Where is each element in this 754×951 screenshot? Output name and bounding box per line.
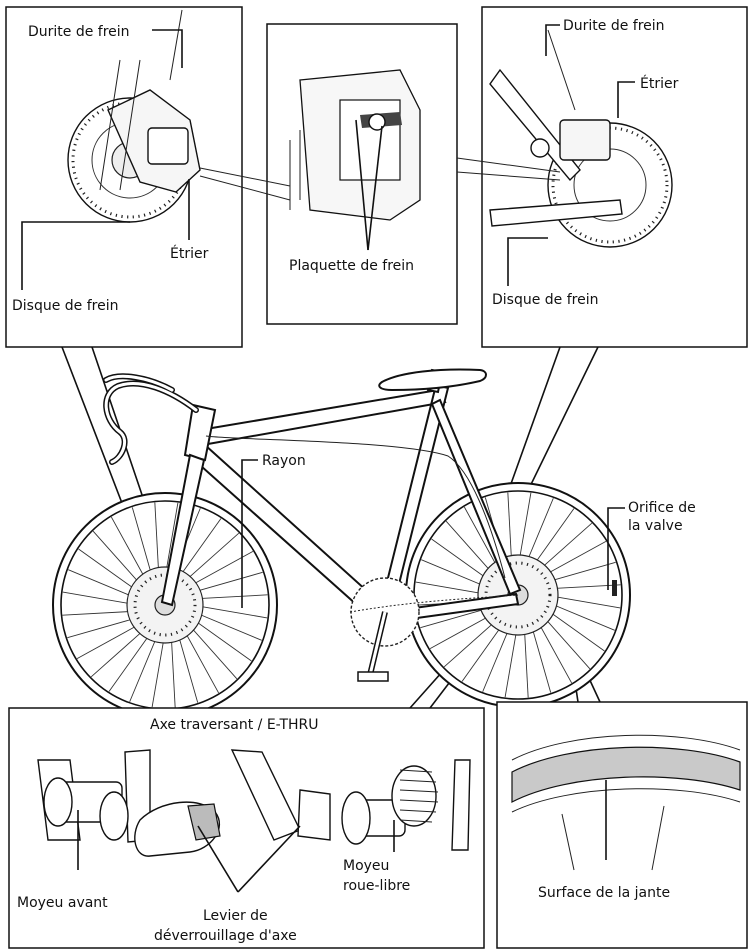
label-rayon: Rayon: [262, 453, 306, 469]
label-orifice-1: Orifice de: [628, 500, 696, 516]
handlebar: [103, 373, 199, 465]
label-orifice-2: la valve: [628, 518, 683, 534]
front-wheel: [52, 492, 278, 718]
label-axe: Axe traversant / E-THRU: [150, 717, 319, 733]
inset-brake-pads: [266, 23, 458, 325]
inset-rim-surface: [496, 701, 748, 949]
label-surface: Surface de la jante: [538, 885, 670, 901]
inset-through-axle: [8, 707, 485, 949]
label-moyeu-rl-2: roue-libre: [343, 878, 410, 894]
label-etrier-left: Étrier: [170, 245, 209, 262]
label-durite-right: Durite de frein: [563, 18, 665, 34]
leader-lines-top: [21, 24, 635, 608]
label-plaquette: Plaquette de frein: [289, 258, 414, 274]
bicycle: [52, 368, 631, 718]
label-levier-2: déverrouillage d'axe: [154, 928, 297, 944]
inset-front-brake: [5, 6, 243, 348]
label-moyeu-rl-1: Moyeu: [343, 858, 389, 874]
label-durite-left: Durite de frein: [28, 24, 130, 40]
label-etrier-right: Étrier: [640, 75, 679, 92]
label-disque-right: Disque de frein: [492, 292, 599, 308]
label-moyeu-avant: Moyeu avant: [17, 895, 108, 911]
labels: Durite de frein Étrier Disque de frein P…: [12, 18, 696, 944]
saddle: [378, 368, 487, 392]
label-levier-1: Levier de: [203, 908, 268, 924]
label-disque-left: Disque de frein: [12, 298, 119, 314]
